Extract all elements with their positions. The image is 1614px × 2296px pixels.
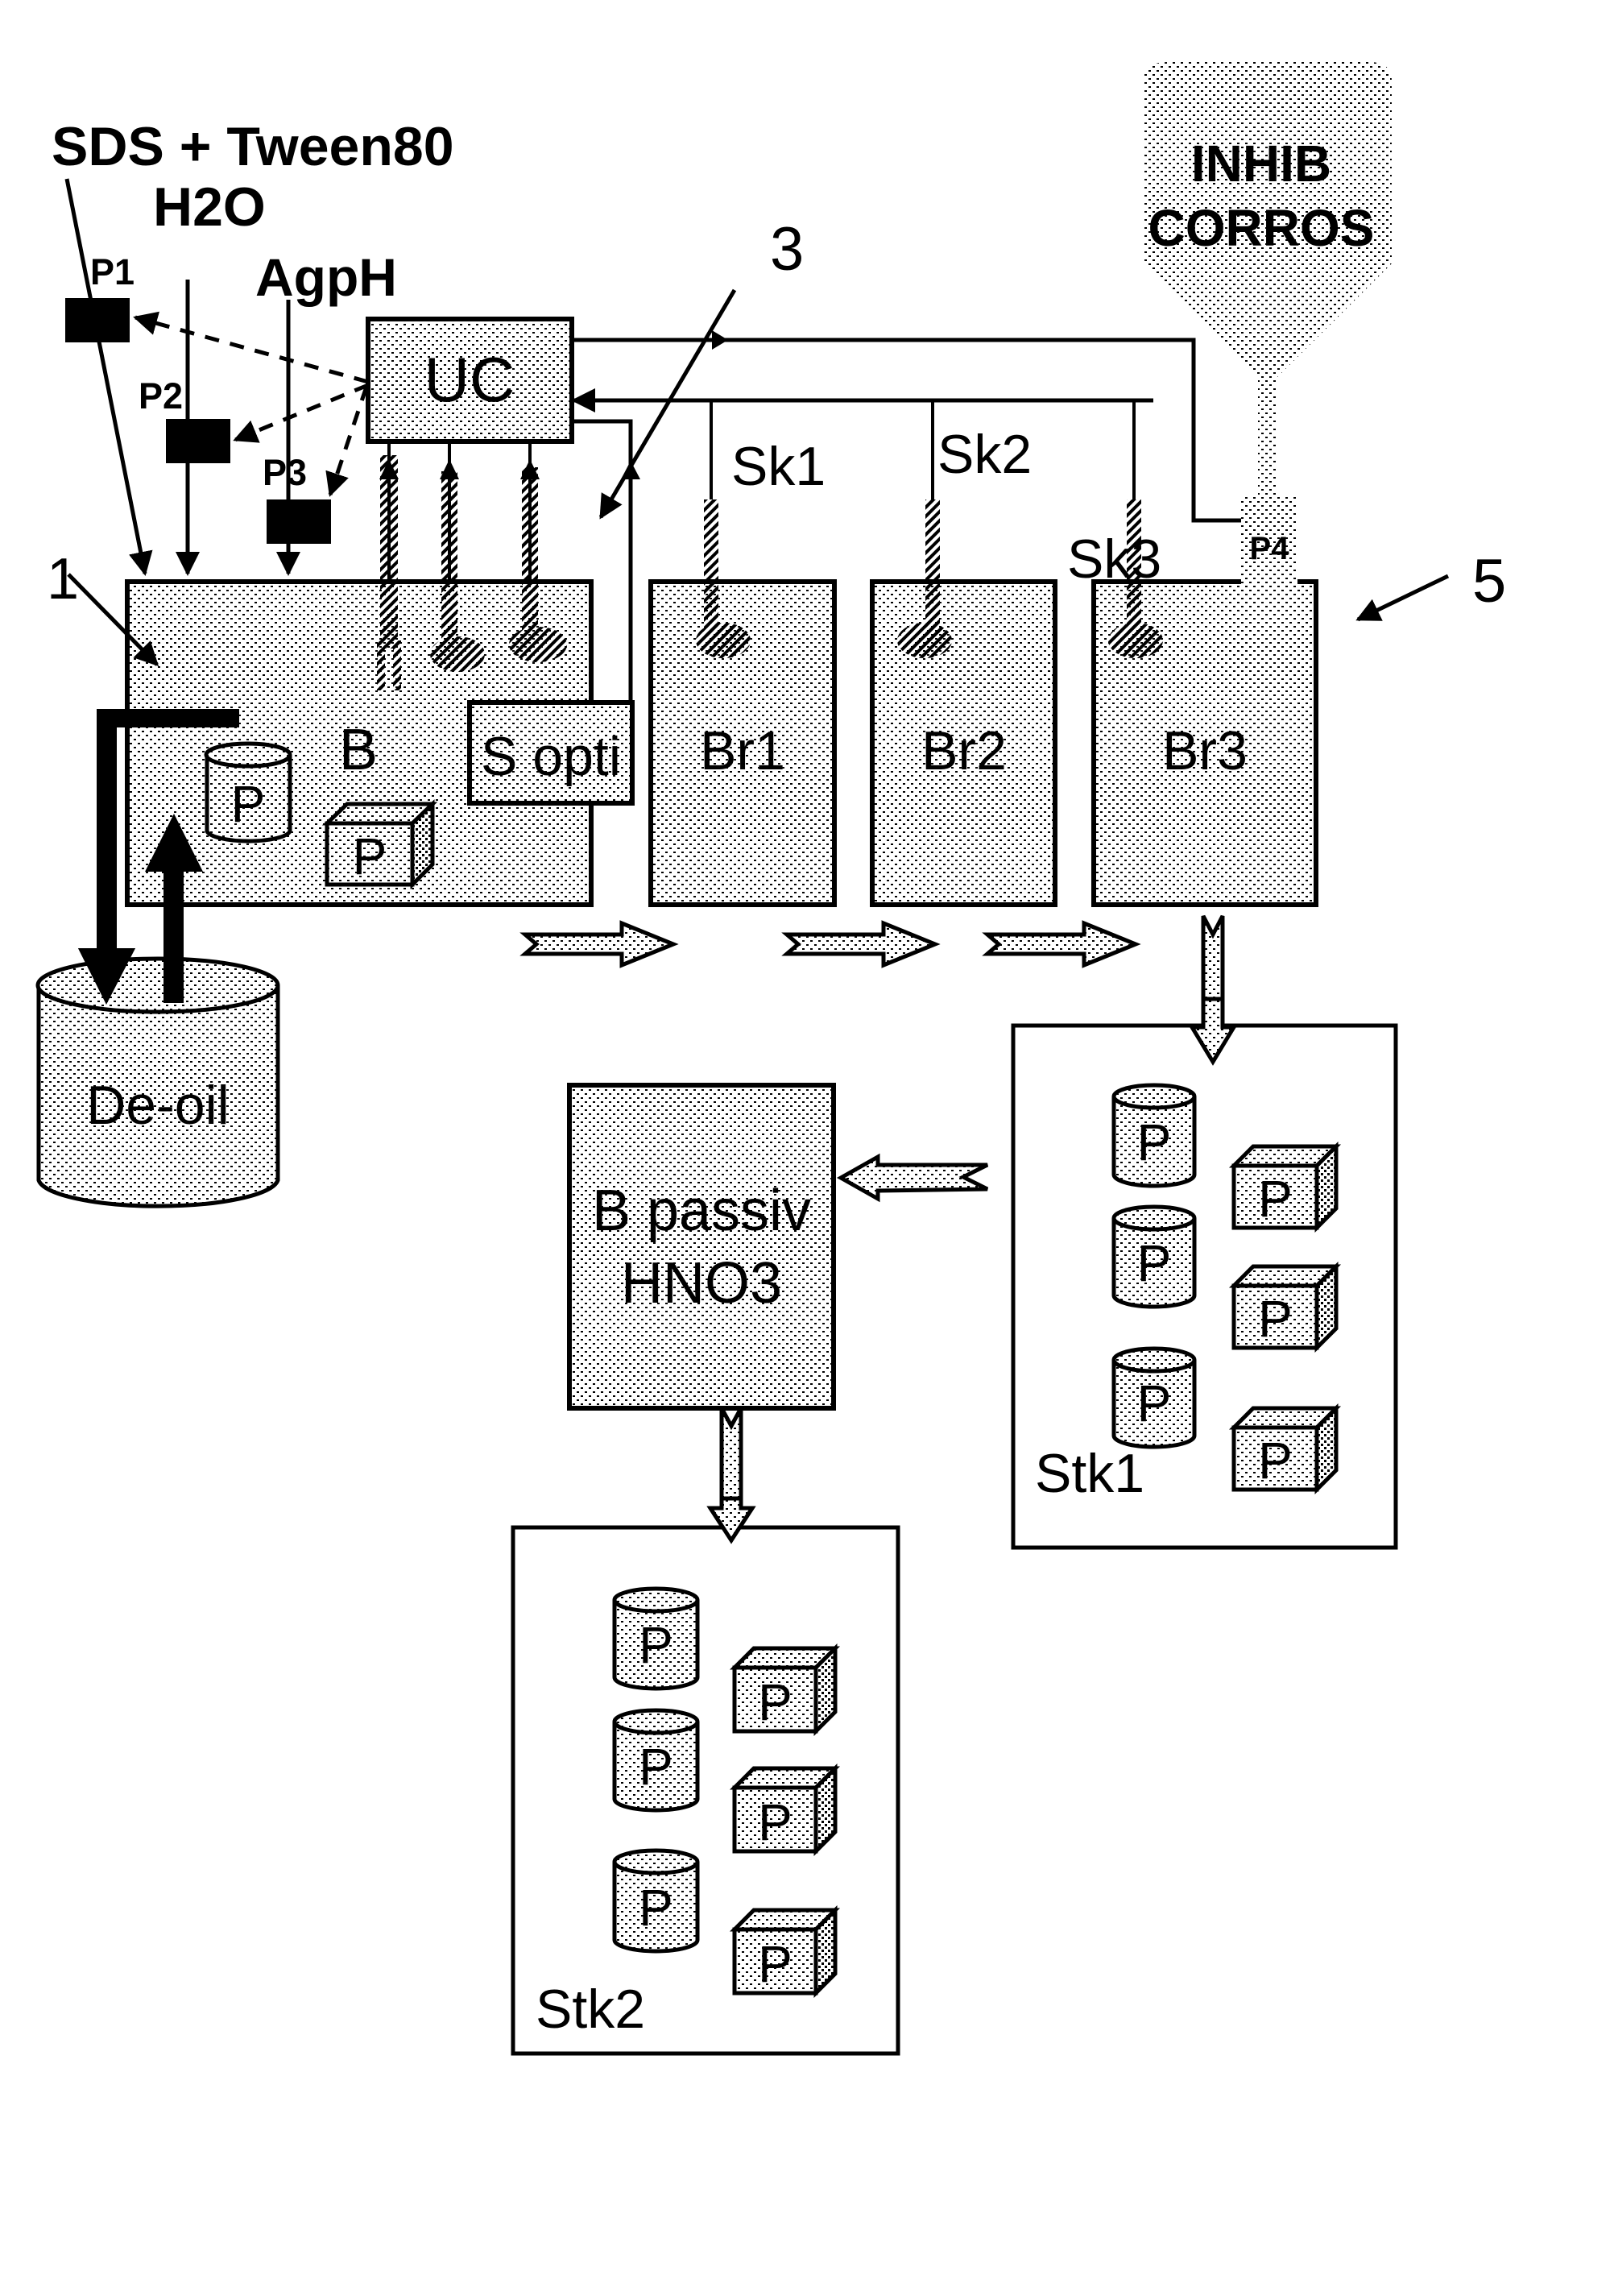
part-cylinder: P (612, 1708, 700, 1813)
optical-sensor: S opti (467, 700, 635, 806)
part-label: P (758, 1935, 793, 1993)
part-label: P (758, 1793, 793, 1851)
rinse-tank-1-label: Br1 (700, 720, 785, 781)
part-box: P (1228, 1403, 1342, 1495)
pump-p2 (166, 419, 230, 463)
pump-p3 (267, 499, 331, 544)
pump-p4 (1241, 495, 1297, 584)
passivation-label-line1: B passiv (592, 1179, 811, 1243)
storage-stk1: Stk1 (1011, 1023, 1398, 1550)
flow-arrow-to-passivation (836, 1153, 989, 1203)
passivation-bath: B passiv HNO3 (567, 1083, 836, 1411)
water-label: H2O (153, 176, 266, 238)
part-box-bath: P (321, 799, 438, 890)
opti-sensor-line (572, 419, 633, 705)
optical-sensor-label: S opti (481, 726, 621, 787)
reference-5-pointer (1355, 574, 1450, 622)
control-signal-p1 (133, 311, 369, 384)
sensor-sk3 (1108, 499, 1163, 658)
bath-probe-3 (509, 441, 567, 662)
part-cylinder: P (612, 1586, 700, 1691)
part-cylinder: P (1111, 1346, 1197, 1449)
part-label: P (1258, 1290, 1293, 1348)
storage-stk2: Stk2 (511, 1525, 900, 2056)
part-cylinder: P (1111, 1083, 1197, 1188)
reference-1-pointer (67, 573, 159, 667)
pump-p3-label: P3 (263, 452, 307, 493)
part-box: P (729, 1643, 841, 1737)
ph-agent-label: AgpH (255, 247, 397, 307)
inhibitor-label-line1: INHIB (1191, 135, 1331, 193)
part-label: P (1137, 1374, 1172, 1432)
surfactant-label: SDS + Tween80 (52, 116, 454, 177)
reference-3: 3 (770, 215, 804, 284)
pump-p2-label: P2 (139, 375, 183, 417)
stk2-parts: P P P P P P (612, 1586, 841, 1999)
surfactant-feed-line (64, 178, 153, 576)
sensor-sk2 (897, 499, 952, 658)
part-box: P (729, 1904, 841, 1999)
pump-p1-label: P1 (90, 251, 134, 292)
main-bath-label: B (339, 718, 378, 782)
storage-stk2-label: Stk2 (536, 1979, 645, 2040)
flow-arrow-to-stk1-head (1188, 997, 1238, 1066)
rinse-tank-2-label: Br2 (921, 720, 1007, 781)
sensor-sk3-label: Sk3 (1067, 528, 1161, 590)
flow-arrow-2 (781, 920, 941, 968)
pump-p4-text: P4 (1250, 531, 1290, 566)
part-label: P (639, 1879, 673, 1937)
part-label: P (639, 1738, 673, 1796)
deoil-tank: De-oil (35, 948, 280, 1208)
stk1-parts: P P P P P P (1111, 1083, 1342, 1495)
control-signal-p3 (325, 386, 369, 497)
control-unit: UC (366, 317, 574, 444)
part-label: P (231, 775, 266, 833)
part-label: P (758, 1673, 793, 1731)
inhibitor-label-line2: CORROS (1148, 199, 1375, 257)
sensor-sk1-label: Sk1 (731, 436, 826, 497)
uc-to-inhibitor-line (572, 338, 1254, 523)
part-label: P (639, 1616, 673, 1674)
storage-stk1-label: Stk1 (1035, 1443, 1144, 1504)
bath-probe-1 (377, 441, 401, 690)
part-cylinder: P (1111, 1204, 1197, 1309)
pump-p1 (65, 298, 130, 342)
bath-probe-2 (430, 441, 485, 672)
part-label: P (1258, 1170, 1293, 1228)
part-label: P (1137, 1113, 1172, 1171)
rinse-tank-3-label: Br3 (1162, 720, 1248, 781)
reference-3-pointer (598, 288, 737, 520)
flow-arrow-to-stk2-head (706, 1496, 756, 1544)
arrow-right-icon (712, 330, 728, 350)
part-label: P (353, 827, 387, 885)
sensor-sk1 (696, 499, 751, 658)
deoil-label: De-oil (86, 1075, 230, 1136)
part-label: P (1258, 1432, 1293, 1490)
reference-5: 5 (1472, 547, 1506, 615)
flow-arrow-3 (982, 920, 1141, 968)
part-box: P (1228, 1261, 1342, 1353)
part-cylinder: P (612, 1848, 700, 1954)
passivation-label-line2: HNO3 (621, 1251, 782, 1316)
flow-arrow-1 (519, 920, 679, 968)
control-unit-label: UC (424, 344, 515, 415)
part-cylinder-bath: P (204, 741, 292, 843)
inhibitor-hopper: INHIB CORROS P4 (1144, 62, 1392, 582)
part-box: P (1228, 1141, 1342, 1233)
rinse-tank-2: Br2 (870, 579, 1057, 907)
part-box: P (729, 1763, 841, 1857)
part-label: P (1137, 1234, 1172, 1292)
control-signal-p2 (233, 383, 369, 443)
sensor-sk2-label: Sk2 (937, 424, 1032, 485)
